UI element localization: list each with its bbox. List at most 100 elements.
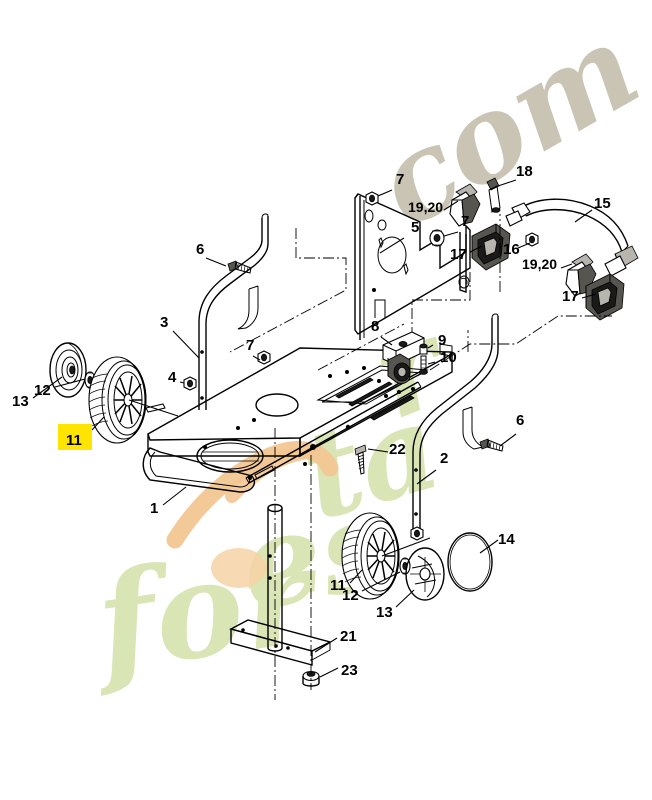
part-17-clamp-lower [585,273,625,321]
callout-2: 2 [440,450,448,467]
callout-7-top: 7 [396,171,404,188]
callout-19-20-upper: 19,20 [408,199,443,215]
part-6-bolt-right [479,438,504,452]
right-wheel-assembly [341,512,499,608]
leader-10 [427,361,436,365]
callout-19-20-lower: 19,20 [522,256,557,272]
leader-16 [517,242,531,249]
callout-18: 18 [516,163,533,180]
ref-frame-right [411,272,471,338]
tube-rivet [200,396,204,400]
panel-hole [372,288,376,292]
leader-3 [172,330,200,359]
leader-5 [379,237,405,254]
highlight-rect-11 [58,424,92,450]
part-nut-right-bottom [410,526,424,541]
wheel-tread-hatch-right [341,529,362,583]
rtube-rivet [414,468,418,472]
left-wheel-assembly [32,342,179,444]
callout-1: 1 [150,500,158,517]
part-22-screw [354,444,367,475]
callout-17-lower: 17 [562,288,579,305]
callout-14: 14 [498,531,515,548]
center-post-assembly [229,428,339,700]
axle-line-right [381,537,431,557]
callout-6-right: 6 [516,412,524,429]
bolt-threads [237,263,249,274]
callout-11-right: 11 [330,577,346,594]
callout-7-left: 7 [246,337,254,354]
leader-17-upper [469,245,483,253]
callout-7-mid: 7 [461,213,469,230]
leader-21 [314,637,338,653]
part-19-20-clamp-upper [449,183,481,227]
leader-13-left [32,376,63,399]
watermark-orange-dot [211,548,267,588]
callout-12-left: 12 [34,382,51,399]
leader-19-20-upper [443,200,459,211]
callout-5: 5 [411,219,419,236]
part-11-wheel-left [88,356,147,444]
axle-line-left [128,399,179,417]
leader-7-mid [443,231,459,237]
part-6-bolt-left [227,260,252,274]
screw-threads [357,454,365,470]
callout-3: 3 [160,314,168,331]
callout-numbers-group: 1 2 3 4 5 6 6 7 7 7 8 9 10 11 11 12 12 1… [12,163,611,679]
callout-16: 16 [503,241,520,258]
part-4-nut [183,376,197,391]
part-9-pin [419,343,428,355]
part-13-hubcap-left [49,342,87,398]
part-14-ring [447,532,493,592]
callout-13-right: 13 [376,604,393,621]
part-13-hubcap-right [405,547,445,601]
right-handle-tube-assembly [410,313,517,541]
leader-15 [574,209,593,223]
leader-2 [416,469,437,485]
callout-15: 15 [594,195,611,212]
callout-11-left: 11 [66,432,82,449]
bolt-10-threads [421,359,426,369]
leader-4 [179,381,185,384]
part-17-clamp-upper [471,223,511,271]
part-18-pin [486,177,501,213]
center-panel-assembly [229,189,491,371]
leader-6-left [205,257,227,267]
leader-17-lower [581,293,597,299]
callout-6-left: 6 [196,241,204,258]
crossbar-pivot [310,444,316,450]
part-19-20-clamp-lower [565,253,597,297]
leader-19-20-lower [560,263,573,269]
callout-9: 9 [438,332,446,349]
post-rivet-2 [268,576,272,580]
leader-12-right [361,571,401,592]
callout-8: 8 [371,318,379,335]
ref-frame-left [229,228,347,353]
ref-frame-clamps [429,315,612,371]
baseplate-rivet [241,628,245,632]
callout-10: 10 [440,349,457,366]
leader-14 [479,539,499,554]
callout-22: 22 [389,441,406,458]
crossbar-pivot-2 [345,424,351,430]
callout-12-right: 12 [342,587,359,604]
wheel-tread-hatch [88,373,109,427]
leader-7-top [377,189,393,197]
leader-22 [367,448,389,453]
leader-12-left [54,378,86,388]
leader-23 [319,667,339,678]
part-11-wheel-right [341,512,400,600]
leader-11-left [91,416,105,431]
leader-1 [162,486,187,506]
tube-rivet-2 [200,350,204,354]
caster-assembly [380,331,436,384]
crossbar-assembly [245,381,422,484]
part-15-upper-handle [505,198,639,277]
part-7-nut-left [257,350,271,365]
part-10-bolt [419,355,428,375]
callout-23: 23 [341,662,358,679]
ref-frame-low [317,323,405,371]
leader-9 [427,344,434,349]
upper-clamp-cluster [429,177,625,371]
